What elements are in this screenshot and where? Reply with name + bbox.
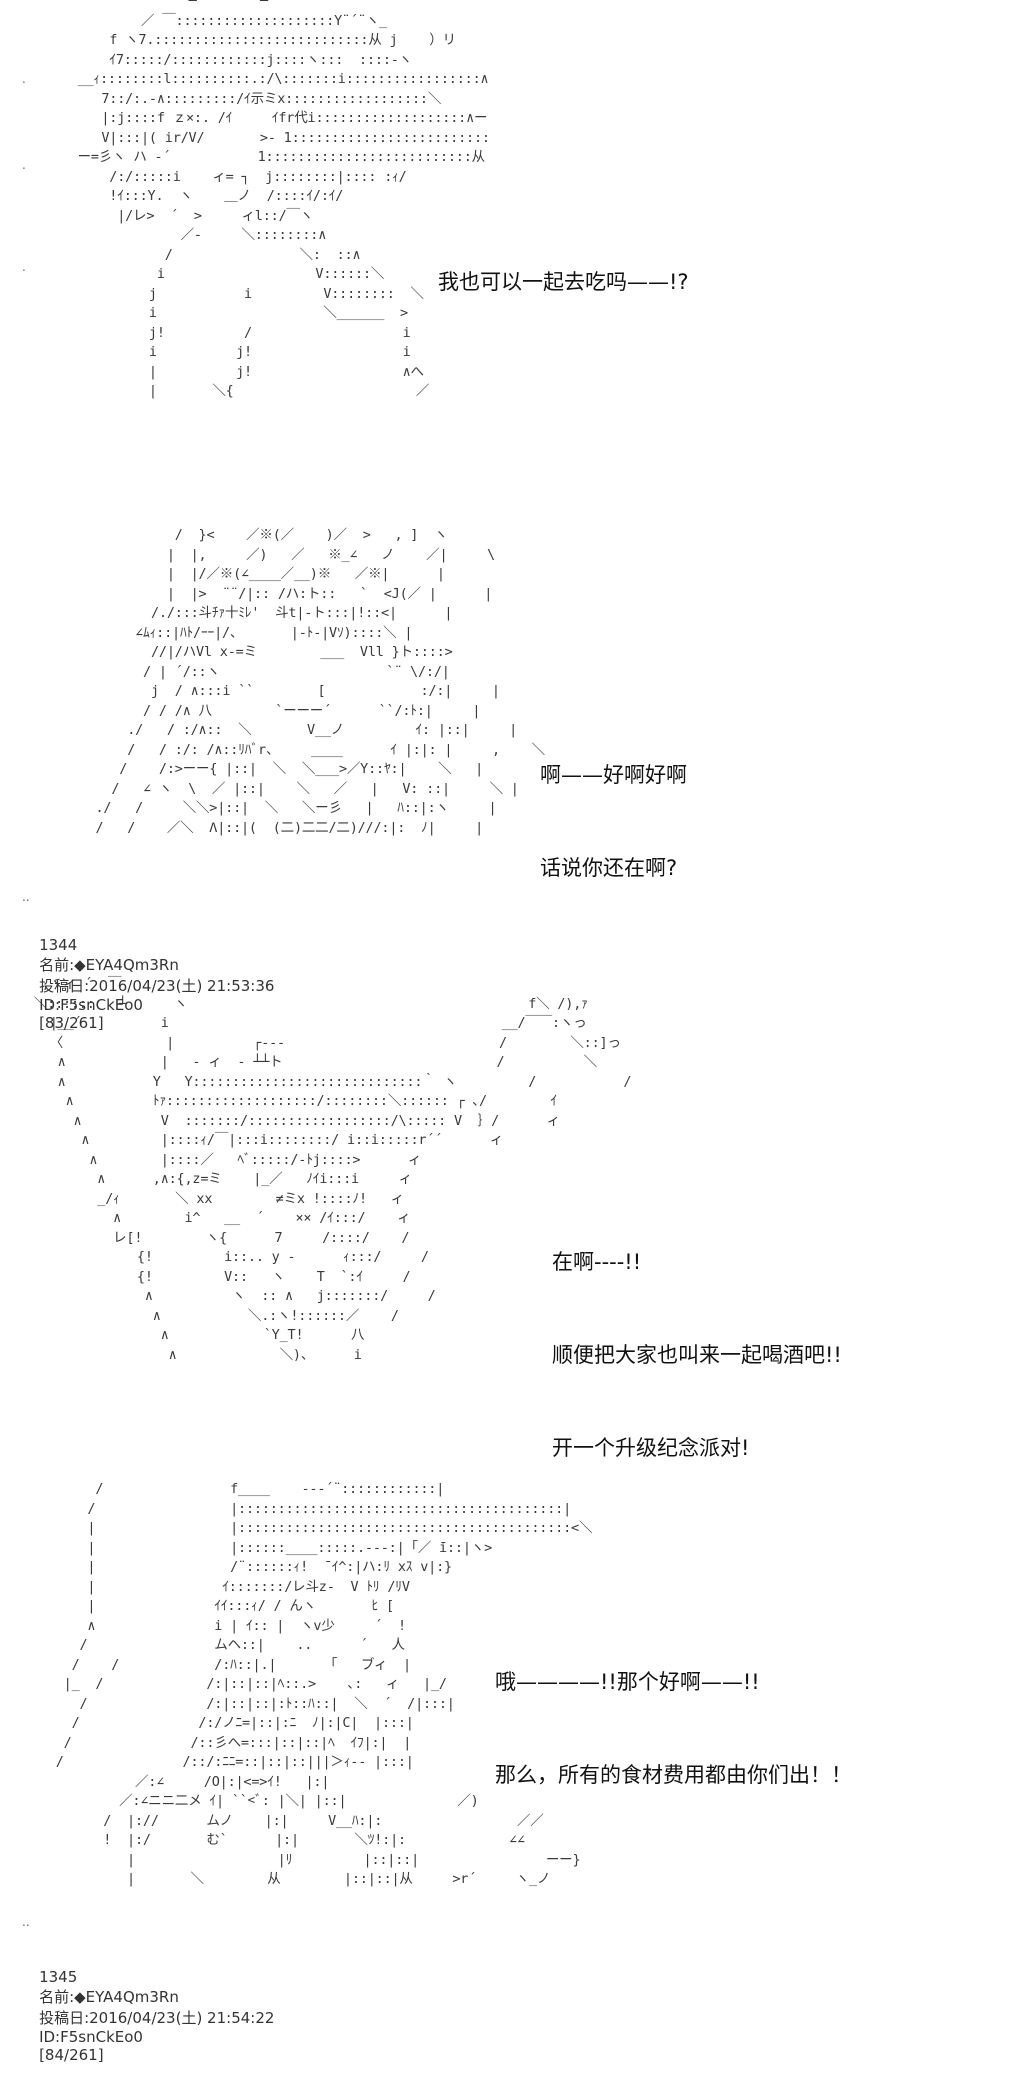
speech-line: 哦————!!那个好啊——!! bbox=[495, 1670, 760, 1694]
poster-name-label: 名前: bbox=[39, 1988, 75, 2006]
speech-line: 啊——好啊好啊 bbox=[540, 763, 687, 787]
post-header-1344: 1344 名前:◆EYA4Qm3Rn 投稿日:2016/04/23(土) 21:… bbox=[20, 918, 274, 1050]
panel-3: ,ヽィ ´ ￣ ＼:::::: ┴ ヽ f＼ /),ｧ |__´ i __/￣￣… bbox=[0, 975, 1031, 1460]
panel-1: ┴ ┴ ／ ￣::::::::::::::::::::Y¨´¨ヽ_ f ヽ7.:… bbox=[0, 0, 1031, 440]
post-count: [83/261] bbox=[39, 1014, 104, 1032]
margin-dot: .. bbox=[22, 1915, 30, 1929]
panel-2: / }< ／※(／ )／ > , ] ヽ | |, ／) ／ ※_∠ ノ ／| … bbox=[0, 520, 1031, 904]
speech-text-2: 啊——好啊好啊 话说你还在啊? bbox=[540, 698, 687, 946]
post-header-1345: 1345 名前:◆EYA4Qm3Rn 投稿日:2016/04/23(土) 21:… bbox=[20, 1950, 274, 2082]
ascii-art-character-4: / f____ --‐´¨::::::::::::| / |::::::::::… bbox=[55, 1481, 593, 1887]
margin-dot: . bbox=[22, 72, 26, 86]
margin-dot: . bbox=[22, 158, 26, 172]
ascii-art-character-1: ┴ ┴ ／ ￣::::::::::::::::::::Y¨´¨ヽ_ f ヽ7.:… bbox=[77, 0, 490, 399]
panel-4: / f____ --‐´¨::::::::::::| / |::::::::::… bbox=[0, 1480, 1031, 1929]
speech-text-1: 我也可以一起去吃吗——!? bbox=[438, 205, 689, 360]
ascii-art-character-2: / }< ／※(／ )／ > , ] ヽ | |, ／) ／ ※_∠ ノ ／| … bbox=[95, 527, 545, 836]
post-date: 投稿日:2016/04/23(土) 21:53:36 bbox=[39, 977, 275, 995]
post-count: [84/261] bbox=[39, 2046, 104, 2064]
post-date: 投稿日:2016/04/23(土) 21:54:22 bbox=[39, 2009, 275, 2027]
speech-line: 顺便把大家也叫来一起喝酒吧!! bbox=[552, 1343, 842, 1367]
speech-line: 开一个升级纪念派对! bbox=[552, 1436, 750, 1460]
poster-trip: ◆EYA4Qm3Rn bbox=[74, 1988, 179, 2006]
post-number: 1344 bbox=[39, 936, 78, 954]
ascii-art-character-3: ,ヽィ ´ ￣ ＼:::::: ┴ ヽ f＼ /),ｧ |__´ i __/￣￣… bbox=[33, 976, 632, 1363]
speech-text-4: 哦————!!那个好啊——!! 那么，所有的食材费用都由你们出！！ bbox=[495, 1605, 852, 1853]
margin-dot: .. bbox=[22, 890, 30, 904]
speech-line: 我也可以一起去吃吗——!? bbox=[438, 270, 689, 294]
poster-id: ID:F5snCkEo0 bbox=[39, 996, 143, 1014]
poster-name-label: 名前: bbox=[39, 956, 75, 974]
poster-trip: ◆EYA4Qm3Rn bbox=[74, 956, 179, 974]
speech-line: 那么，所有的食材费用都由你们出！！ bbox=[495, 1763, 852, 1787]
speech-line: 话说你还在啊? bbox=[540, 856, 678, 880]
post-number: 1345 bbox=[39, 1968, 78, 1986]
speech-text-3: 在啊----!! 顺便把大家也叫来一起喝酒吧!! 开一个升级纪念派对! bbox=[552, 1185, 842, 1526]
poster-id: ID:F5snCkEo0 bbox=[39, 2028, 143, 2046]
margin-dot: . bbox=[22, 260, 26, 274]
speech-line: 在啊----!! bbox=[552, 1250, 642, 1274]
